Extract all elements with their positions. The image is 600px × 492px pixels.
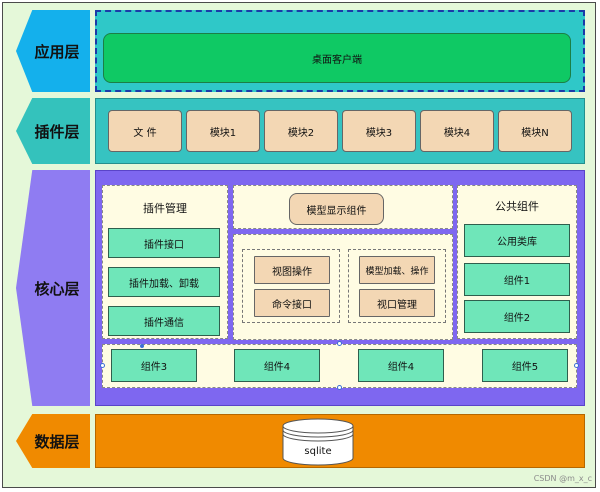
selection-handle-top[interactable] bbox=[337, 341, 342, 346]
common-components-title: 公共组件 bbox=[495, 200, 539, 213]
module-file[interactable]: 文 件 bbox=[108, 110, 182, 152]
selection-handle-left[interactable] bbox=[100, 363, 105, 368]
common-library[interactable]: 公用类库 bbox=[464, 224, 570, 257]
selection-handle-right[interactable] bbox=[574, 363, 579, 368]
plugin-management-title: 插件管理 bbox=[143, 202, 187, 215]
component-1[interactable]: 组件1 bbox=[464, 263, 570, 296]
plugin-interface[interactable]: 插件接口 bbox=[108, 228, 220, 258]
component-2[interactable]: 组件2 bbox=[464, 300, 570, 333]
module-4[interactable]: 模块4 bbox=[420, 110, 494, 152]
watermark: CSDN @m_x_c bbox=[533, 474, 592, 483]
plugin-layer-label: 插件层 bbox=[16, 98, 90, 164]
view-operations[interactable]: 视图操作 bbox=[254, 256, 330, 284]
module-n[interactable]: 模块N bbox=[498, 110, 572, 152]
view-command-subgroup bbox=[242, 249, 340, 323]
selection-handle-bottom[interactable] bbox=[337, 385, 342, 390]
command-interface[interactable]: 命令接口 bbox=[254, 289, 330, 317]
model-viewport-subgroup bbox=[348, 249, 446, 323]
data-layer-label: 数据层 bbox=[16, 414, 90, 468]
component-3[interactable]: 组件3 bbox=[111, 349, 197, 382]
module-1[interactable]: 模块1 bbox=[186, 110, 260, 152]
viewport-management[interactable]: 视口管理 bbox=[359, 289, 435, 317]
sqlite-label: sqlite bbox=[304, 445, 332, 457]
database-icon bbox=[282, 418, 354, 466]
selection-handle-top-left[interactable] bbox=[140, 344, 144, 348]
model-display-component[interactable]: 模型显示组件 bbox=[289, 193, 384, 225]
module-3[interactable]: 模块3 bbox=[342, 110, 416, 152]
component-4a[interactable]: 组件4 bbox=[234, 349, 320, 382]
component-4b[interactable]: 组件4 bbox=[358, 349, 444, 382]
plugin-load-unload[interactable]: 插件加载、卸载 bbox=[108, 267, 220, 297]
desktop-client-button[interactable]: 桌面客户端 bbox=[103, 33, 571, 83]
model-load-operate[interactable]: 模型加载、操作 bbox=[359, 256, 435, 284]
module-2[interactable]: 模块2 bbox=[264, 110, 338, 152]
component-5[interactable]: 组件5 bbox=[482, 349, 568, 382]
app-layer-label: 应用层 bbox=[16, 10, 90, 92]
plugin-communication[interactable]: 插件通信 bbox=[108, 306, 220, 336]
core-layer-label: 核心层 bbox=[16, 170, 90, 406]
